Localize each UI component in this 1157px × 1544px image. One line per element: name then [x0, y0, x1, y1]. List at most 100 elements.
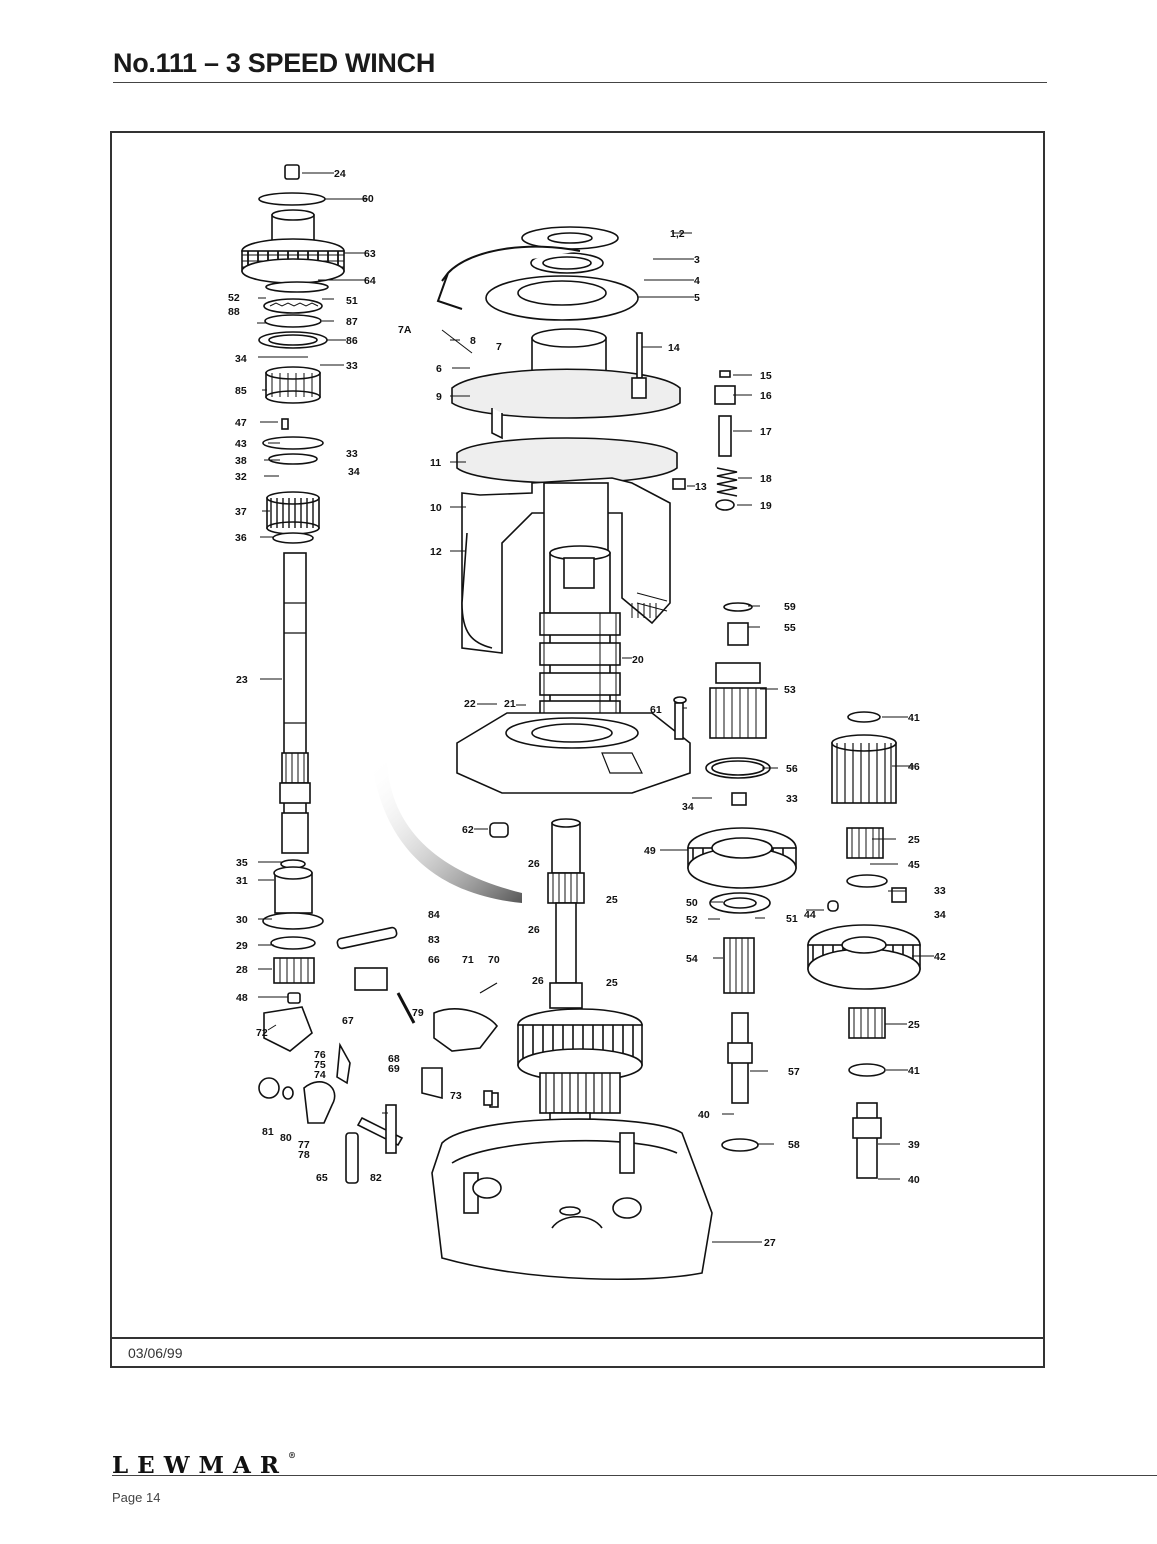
brand-name: LEWMAR: [112, 1452, 288, 1479]
callout-61: 61: [650, 704, 662, 716]
callout-75: 75: [314, 1059, 326, 1071]
callout-19: 19: [760, 500, 772, 512]
callout-39: 39: [908, 1139, 920, 1151]
callout-66: 66: [428, 954, 440, 966]
callout-52b: 52: [686, 914, 698, 926]
callout-22: 22: [464, 698, 476, 710]
right-center-parts: [674, 602, 797, 1152]
callout-21: 21: [504, 698, 516, 710]
callout-33b: 33: [346, 448, 358, 460]
callout-42: 42: [934, 951, 946, 963]
callout-84: 84: [428, 909, 440, 921]
callout-12: 12: [430, 546, 442, 558]
frame-divider: [112, 1337, 1043, 1339]
callout-55: 55: [784, 622, 796, 634]
registered-mark: ®: [287, 1450, 296, 1460]
right-column-parts: [807, 711, 921, 1179]
callout-41b: 41: [908, 1065, 920, 1077]
callout-60: 60: [362, 193, 374, 205]
callout-80: 80: [280, 1132, 292, 1144]
callout-36: 36: [235, 532, 247, 544]
shading-swoosh: [372, 763, 522, 903]
callout-67: 67: [342, 1015, 354, 1027]
callout-59: 59: [784, 601, 796, 613]
callout-30: 30: [236, 914, 248, 926]
callout-54: 54: [686, 953, 698, 965]
callout-74: 74: [314, 1069, 326, 1081]
footer-rule: [112, 1475, 1157, 1476]
callout-27: 27: [764, 1237, 776, 1249]
leader-lines: [257, 172, 934, 1243]
callout-78: 78: [298, 1149, 310, 1161]
page-title: No.111 – 3 SPEED WINCH: [113, 48, 436, 78]
callout-25d: 25: [908, 1019, 920, 1031]
callout-81: 81: [262, 1126, 274, 1138]
callout-33c: 33: [786, 793, 798, 805]
callout-83: 83: [428, 934, 440, 946]
drawing-date: 03/06/99: [128, 1345, 183, 1361]
callout-1-2: 1,2: [670, 228, 685, 240]
callout-37: 37: [235, 506, 247, 518]
callout-73: 73: [450, 1090, 462, 1102]
callout-34d: 34: [934, 909, 946, 921]
callout-40: 40: [698, 1109, 710, 1121]
callout-57: 57: [788, 1066, 800, 1078]
callout-7a: 7A: [398, 324, 412, 336]
callout-24: 24: [334, 168, 346, 180]
callout-4: 4: [694, 275, 700, 287]
callout-88: 88: [228, 306, 240, 318]
callout-34: 34: [235, 353, 247, 365]
callout-40b: 40: [908, 1174, 920, 1186]
callout-45: 45: [908, 859, 920, 871]
callout-82: 82: [370, 1172, 382, 1184]
callout-71: 71: [462, 954, 474, 966]
callout-31: 31: [236, 875, 248, 887]
drum-assembly: [436, 226, 738, 838]
callout-85: 85: [235, 385, 247, 397]
callout-51b: 51: [786, 913, 798, 925]
callout-17: 17: [760, 426, 772, 438]
callout-14: 14: [668, 342, 680, 354]
left-shaft-assembly: [241, 164, 345, 1004]
callout-6: 6: [436, 363, 442, 375]
callout-48: 48: [236, 992, 248, 1004]
callout-76: 76: [314, 1049, 326, 1061]
callout-9: 9: [436, 391, 442, 403]
callout-11: 11: [430, 457, 441, 469]
callout-79: 79: [412, 1007, 424, 1019]
callout-62: 62: [462, 824, 474, 836]
callout-13: 13: [695, 481, 707, 493]
base-assembly: [431, 818, 713, 1281]
callout-26b: 26: [528, 924, 540, 936]
callout-29: 29: [236, 940, 248, 952]
callout-77: 77: [298, 1139, 310, 1151]
shift-linkage-parts: [258, 926, 499, 1184]
callout-35: 35: [236, 857, 248, 869]
callout-8: 8: [470, 335, 476, 347]
callout-43: 43: [235, 438, 247, 450]
lewmar-logo: LEWMAR®: [112, 1450, 296, 1479]
callout-5: 5: [694, 292, 700, 304]
callout-58: 58: [788, 1139, 800, 1151]
callout-51: 51: [346, 295, 358, 307]
callout-25: 25: [606, 894, 618, 906]
callout-44: 44: [804, 909, 816, 921]
callout-64: 64: [364, 275, 376, 287]
callout-32: 32: [235, 471, 247, 483]
callout-26: 26: [528, 858, 540, 870]
callout-33d: 33: [934, 885, 946, 897]
callout-34c: 34: [682, 801, 694, 813]
callout-labels: 24 60 63 64 52 88 51 87 86 34 33 85 47 4…: [228, 168, 946, 1249]
callout-15: 15: [760, 370, 772, 382]
callout-86: 86: [346, 335, 358, 347]
page-number: Page 14: [112, 1490, 161, 1505]
callout-72: 72: [256, 1027, 268, 1039]
callout-41: 41: [908, 712, 920, 724]
callout-3: 3: [694, 254, 700, 266]
callout-49: 49: [644, 845, 656, 857]
callout-63: 63: [364, 248, 376, 260]
callout-18: 18: [760, 473, 772, 485]
callout-33: 33: [346, 360, 358, 372]
callout-52: 52: [228, 292, 240, 304]
callout-50: 50: [686, 897, 698, 909]
